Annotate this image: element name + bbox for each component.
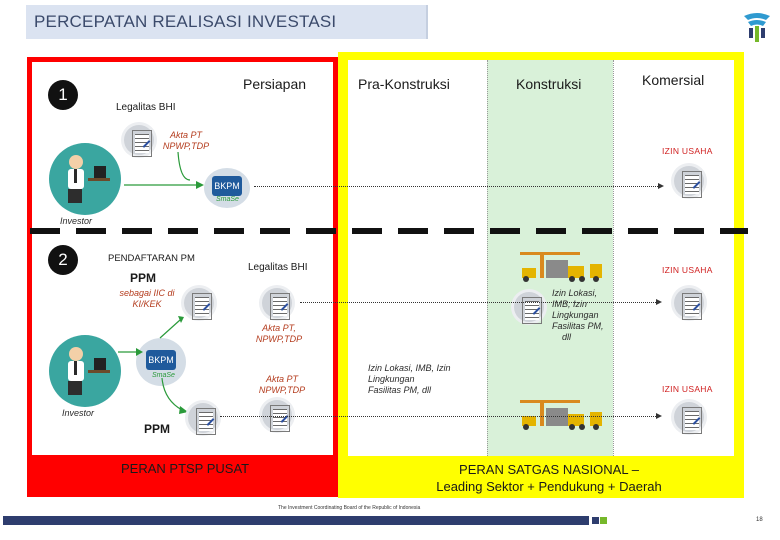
investor-label: Investor: [60, 216, 93, 226]
arrow-izin-usaha-2: [300, 299, 662, 305]
section-divider: [30, 228, 748, 234]
step-1-badge: 1: [48, 80, 78, 110]
izin-usaha-label-3: IZIN USAHA: [662, 384, 713, 394]
document-icon: [674, 166, 704, 198]
title-bar: [26, 5, 428, 39]
investor-icon: [49, 335, 121, 407]
ppm-label: PPM: [130, 271, 157, 285]
arrow-izin-usaha-3: [220, 413, 662, 419]
izin-usaha-label-2: IZIN USAHA: [662, 265, 713, 275]
bkpm-smase-icon: BKPM SmaSe: [136, 338, 186, 386]
page-title: PERCEPATAN REALISASI INVESTASI: [34, 12, 337, 31]
konstruksi-column: [487, 60, 613, 456]
header-pra-konstruksi: Pra-Konstruksi: [358, 76, 450, 92]
document-icon: [262, 400, 292, 432]
column-divider: [613, 60, 614, 456]
construction-icon: [520, 400, 602, 430]
izin-lokasi-label: Izin Lokasi, IMB, Izin Lingkungan Fasili…: [552, 288, 604, 342]
legalitas-bhi-label: Legalitas BHI: [116, 102, 176, 113]
document-icon: [184, 288, 214, 320]
legalitas-bhi-label-2: Legalitas BHI: [248, 262, 308, 273]
investor-label-2: Investor: [62, 408, 95, 418]
document-icon: [674, 288, 704, 320]
header-komersial: Komersial: [642, 72, 705, 88]
connector-arrow: [177, 151, 191, 181]
akta-pt-label-2: Akta PT,NPWP,TDP: [255, 323, 303, 344]
ptsp-role-label: PERAN PTSP PUSAT: [121, 461, 250, 476]
ptsp-panel: [27, 57, 338, 497]
footer-org-text: The Investment Coordinating Board of the…: [278, 505, 421, 511]
footer-bar: [3, 516, 589, 525]
header-persiapan: Persiapan: [243, 76, 307, 92]
document-icon: [188, 403, 218, 435]
document-icon: [124, 125, 154, 157]
column-divider: [487, 60, 488, 456]
page-number: 18: [756, 517, 763, 523]
izin-usaha-label: IZIN USAHA: [662, 146, 713, 156]
arrow-izin-usaha-1: [254, 183, 664, 189]
pendaftaran-pm-label: PENDAFTARAN PM: [108, 253, 195, 264]
izin-lokasi-label-2: Izin Lokasi, IMB, Izin Lingkungan Fasili…: [368, 363, 451, 395]
header-konstruksi: Konstruksi: [516, 76, 582, 92]
investor-icon: [49, 143, 121, 215]
ppm-label-2: PPM: [144, 422, 171, 436]
footer-square: [600, 517, 607, 524]
document-icon: [262, 288, 292, 320]
step-2-badge: 2: [48, 245, 78, 275]
ptsp-panel-footer: [27, 455, 338, 497]
document-icon: [674, 402, 704, 434]
construction-icon: [520, 252, 602, 282]
flow-arrows: [118, 316, 188, 414]
bkpm-logo-icon: [744, 13, 770, 42]
document-icon: [514, 292, 544, 324]
satgas-role-label: PERAN SATGAS NASIONAL – Leading Sektor +…: [436, 462, 662, 494]
footer-square: [592, 517, 599, 524]
bkpm-smase-icon: BKPM SmaSe: [204, 168, 250, 208]
arrow-to-bkpm: [124, 181, 204, 189]
